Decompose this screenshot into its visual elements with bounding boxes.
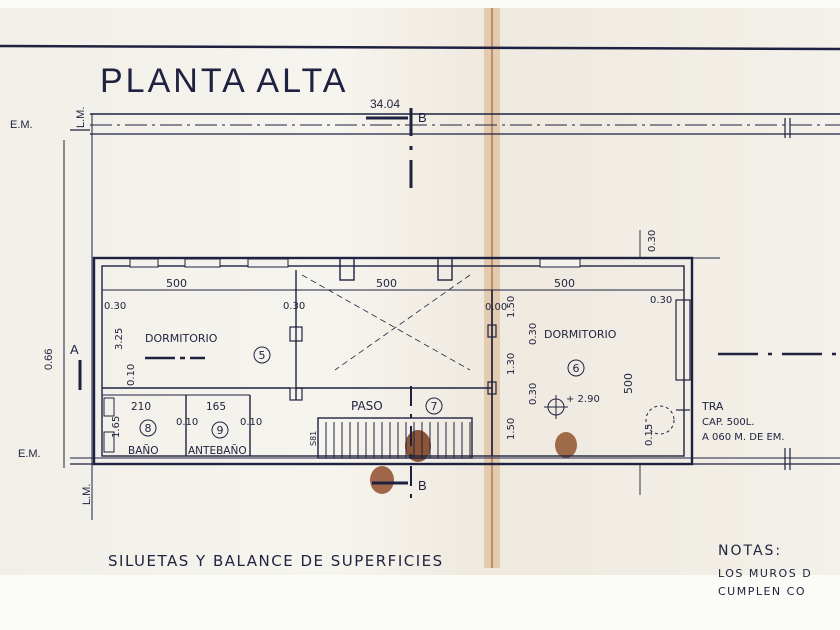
void-diagonal bbox=[334, 274, 471, 371]
inner-wall-face bbox=[101, 265, 685, 457]
em-label-bottom: E.M. bbox=[18, 448, 41, 460]
paper-bottom-edge bbox=[0, 575, 840, 630]
plan-title: PLANTA ALTA bbox=[100, 62, 348, 100]
dimension: 0.10 bbox=[126, 364, 137, 386]
dimension: 500 bbox=[622, 373, 635, 394]
dimension: 0.15 bbox=[644, 424, 655, 446]
room-number-8: 8 bbox=[145, 422, 152, 435]
em-label-top: E.M. bbox=[10, 119, 33, 131]
section-b-label-top: B bbox=[418, 110, 427, 125]
dimension: 165 bbox=[206, 401, 226, 413]
stair-steps bbox=[325, 422, 471, 458]
notes-line-2: CUMPLEN CO bbox=[718, 585, 806, 598]
notes-heading: NOTAS: bbox=[718, 543, 782, 559]
door-jamb bbox=[487, 381, 497, 395]
dimension: 210 bbox=[131, 401, 151, 413]
dimension: 500 bbox=[554, 277, 575, 290]
room-number-circle bbox=[425, 397, 443, 415]
tank-capacity: CAP. 500L. bbox=[702, 417, 755, 428]
room-name-antebath: ANTEBAÑO bbox=[188, 444, 247, 457]
tank-height: A 060 M. DE EM. bbox=[702, 432, 785, 443]
window bbox=[184, 258, 221, 268]
dimension: 500 bbox=[376, 277, 397, 290]
dimension: 0.30 bbox=[283, 301, 305, 312]
column bbox=[437, 257, 453, 281]
window bbox=[129, 258, 159, 268]
room-name-dorm5: DORMITORIO bbox=[145, 332, 218, 345]
stair-mark: S81 bbox=[309, 431, 318, 446]
room-number-6: 6 bbox=[573, 362, 580, 375]
room-number-circle bbox=[567, 359, 585, 377]
door-jamb bbox=[487, 324, 497, 338]
dimension: 0.30 bbox=[104, 301, 126, 312]
room-number-7: 7 bbox=[431, 400, 438, 413]
stain bbox=[370, 466, 394, 494]
side-window bbox=[675, 299, 691, 381]
dimension: 0.30 bbox=[528, 323, 539, 345]
dimension: 0.30 bbox=[647, 230, 658, 252]
subtitle: SILUETAS Y BALANCE DE SUPERFICIES bbox=[108, 552, 444, 570]
level-value: + 2.90 bbox=[566, 394, 600, 405]
dimension: 1.65 bbox=[111, 416, 122, 438]
room-name-bath: BAÑO bbox=[128, 444, 159, 457]
stain bbox=[555, 432, 577, 458]
tank-outline bbox=[645, 405, 675, 435]
dimension: 0.30 bbox=[528, 383, 539, 405]
door-jamb bbox=[289, 326, 303, 342]
section-b-label-bottom: B bbox=[418, 478, 427, 493]
fixture bbox=[103, 397, 115, 417]
column bbox=[339, 257, 355, 281]
dimension: 0.10 bbox=[176, 417, 198, 428]
window bbox=[247, 258, 289, 268]
dimension: 3.25 bbox=[114, 328, 125, 350]
room-number-circle bbox=[211, 421, 229, 439]
dimension: 0.30 bbox=[650, 295, 672, 306]
room-name-paso: PASO bbox=[351, 399, 383, 413]
lm-label-top: L.M. bbox=[75, 107, 87, 128]
notes-line-1: LOS MUROS D bbox=[718, 567, 812, 580]
dimension: 0.00 bbox=[485, 302, 507, 313]
dimension: 1.50 bbox=[506, 418, 517, 440]
dimension: 500 bbox=[166, 277, 187, 290]
void-diagonal bbox=[301, 274, 471, 371]
window bbox=[539, 258, 581, 268]
staircase bbox=[317, 417, 473, 459]
lm-label-bottom: L.M. bbox=[81, 484, 93, 505]
section-a-label: A bbox=[70, 342, 79, 357]
dimension: 1.50 bbox=[506, 296, 517, 318]
paper-top-edge bbox=[0, 0, 840, 8]
room-number-9: 9 bbox=[217, 424, 224, 437]
dimension: 0.10 bbox=[240, 417, 262, 428]
room-number-circle bbox=[253, 346, 271, 364]
left-dimension: 0.66 bbox=[43, 349, 55, 370]
room-number-5: 5 bbox=[259, 349, 266, 362]
dimension: 1.30 bbox=[506, 353, 517, 375]
stain bbox=[405, 430, 431, 462]
top-dimension: 34.04 bbox=[370, 97, 400, 111]
room-name-dorm6: DORMITORIO bbox=[544, 328, 617, 341]
tank-label: TRA bbox=[701, 400, 724, 413]
fixture bbox=[103, 431, 115, 453]
sheet-border bbox=[0, 44, 840, 51]
room-number-circle bbox=[139, 419, 157, 437]
